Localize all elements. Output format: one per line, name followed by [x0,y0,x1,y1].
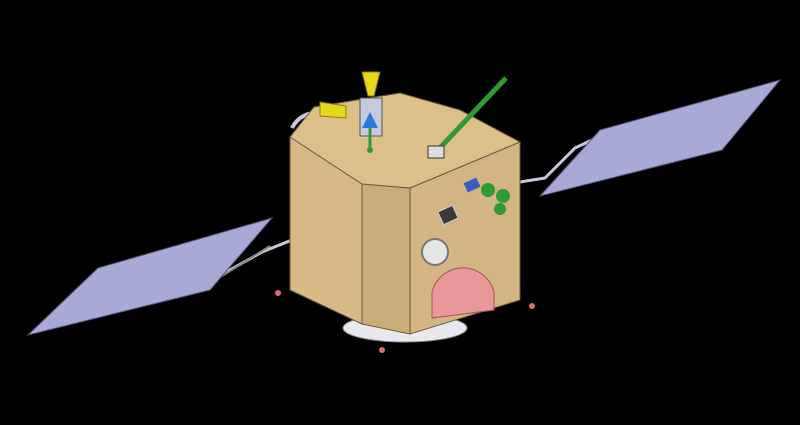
right-solar-array [519,79,782,197]
small-sensor-box [437,204,459,226]
body-middle-face [361,183,411,335]
yellow-horn-antenna [361,71,381,97]
green-boom [434,76,508,154]
left-boom-lower [221,245,271,277]
gray-sensor-disk [421,238,449,266]
right-boom [519,138,593,184]
left-solar-panel [26,217,274,336]
blue-solar-cell [463,177,481,193]
boom-base [427,145,445,159]
green-instrument-cluster [481,183,510,215]
yellow-side-antenna [319,101,347,119]
blue-cone [362,112,378,128]
landing-feet [275,290,535,353]
right-solar-panel [538,79,782,197]
antenna-assembly [319,71,383,153]
pink-dome-tank [431,267,495,319]
